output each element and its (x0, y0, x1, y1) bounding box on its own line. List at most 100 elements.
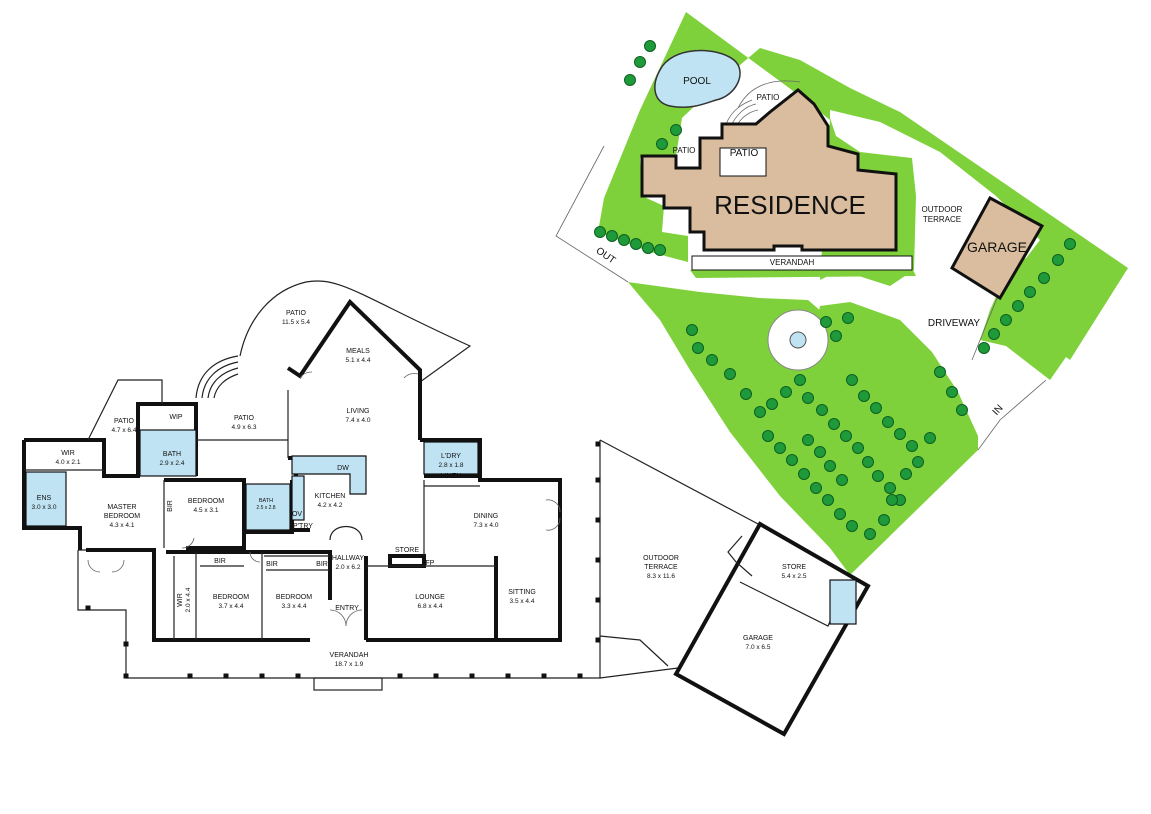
verandah-post (223, 673, 229, 679)
tree-icon (882, 416, 894, 428)
patio-top-name: PATIO (286, 310, 307, 317)
patio-site-label: PATIO (730, 148, 759, 159)
patio-top-size: 11.5 x 5.4 (282, 319, 310, 326)
bir-a-name: BIR (167, 500, 174, 512)
verandah-post (595, 597, 601, 603)
room-labels: PATIO 11.5 x 5.4 MEALS 5.1 x 4.4 LIVING … (32, 310, 807, 668)
tree-icon (956, 404, 968, 416)
verandah-name: VERANDAH (330, 652, 369, 659)
verandah-post (595, 477, 601, 483)
store-small-name: STORE (395, 547, 419, 554)
linen-name: LINEN (441, 473, 462, 480)
tree-icon (846, 374, 858, 386)
tree-icon (654, 244, 666, 256)
verandah-post (397, 673, 403, 679)
tree-icon (706, 354, 718, 366)
tree-icon (900, 468, 912, 480)
tree-icon (794, 374, 806, 386)
lounge-name: LOUNGE (415, 594, 445, 601)
tree-icon (836, 474, 848, 486)
bedroom1-size: 4.5 x 3.1 (194, 507, 219, 514)
tree-icon (858, 390, 870, 402)
ov-name: OV (292, 511, 302, 518)
tree-icon (846, 520, 858, 532)
sitting-size: 3.5 x 4.4 (510, 598, 535, 605)
main-walls (22, 298, 562, 642)
in-label: IN (991, 403, 1006, 418)
verandah-posts (85, 441, 601, 679)
verandah-size: 18.7 x 1.9 (335, 661, 364, 668)
wip-name: WIP (169, 414, 183, 421)
terrace-site-label: TERRACE (923, 215, 961, 224)
roundabout (767, 309, 829, 371)
garage-footprint: GARAGE (950, 195, 1045, 301)
tree-icon (1024, 286, 1036, 298)
hallway-name: HALLWAY (332, 555, 364, 562)
bath2-tile (245, 483, 291, 531)
bedroom3-name: BEDROOM (276, 594, 312, 601)
verandah-post (577, 673, 583, 679)
tree-icon (834, 508, 846, 520)
tree-icon (1052, 254, 1064, 266)
verandah-post (541, 673, 547, 679)
kitchen-bench (291, 455, 367, 495)
tree-icon (978, 342, 990, 354)
tree-icon (824, 460, 836, 472)
tree-group (594, 40, 1076, 540)
patio-left-rail (87, 379, 163, 441)
tree-icon (642, 242, 654, 254)
laundry-tile (423, 441, 479, 475)
tree-icon (1012, 300, 1024, 312)
tree-icon (828, 418, 840, 430)
dining-name: DINING (474, 513, 499, 520)
tree-icon (774, 442, 786, 454)
bedroom2-name: BEDROOM (213, 594, 249, 601)
outdoor-terrace-size: 8.3 x 11.6 (647, 573, 675, 580)
kitchen-name: KITCHEN (315, 493, 346, 500)
residence-footprint: PATIO RESIDENCE VERANDAH (640, 88, 913, 271)
tree-icon (840, 430, 852, 442)
tree-icon (1038, 272, 1050, 284)
ldry-size: 2.8 x 1.8 (439, 462, 464, 469)
tree-icon (802, 392, 814, 404)
tree-icon (802, 434, 814, 446)
out-label: OUT (594, 245, 618, 266)
tree-icon (934, 366, 946, 378)
driveway-label: DRIVEWAY (928, 318, 981, 329)
bir-d-name: BIR (316, 561, 328, 568)
patio-small-site-label: PATIO (673, 146, 696, 155)
bath-size: 2.9 x 2.4 (160, 460, 185, 467)
entry-name: ENTRY (335, 605, 359, 612)
tree-icon (630, 238, 642, 250)
verandah-post (433, 673, 439, 679)
tree-icon (878, 514, 890, 526)
tree-icon (724, 368, 736, 380)
bedroom1-name: BEDROOM (188, 498, 224, 505)
tree-icon (872, 470, 884, 482)
entry-bay (329, 526, 363, 541)
garage-size: 7.0 x 6.5 (746, 644, 771, 651)
master-name2: BEDROOM (104, 513, 140, 520)
living-name: LIVING (347, 408, 370, 415)
ensuite-tile (25, 471, 67, 527)
verandah-post (187, 673, 193, 679)
pool-label: POOL (683, 76, 711, 87)
tree-icon (644, 40, 656, 52)
tree-icon (912, 456, 924, 468)
kitchen-side-bench (291, 475, 305, 521)
lawn-right (980, 246, 1128, 380)
ldry-name: L'DRY (441, 453, 461, 460)
entry-steps (313, 677, 383, 691)
tree-icon (814, 446, 826, 458)
tree-icon (594, 226, 606, 238)
outdoor-terrace-name: OUTDOOR (643, 555, 679, 562)
tree-icon (1064, 238, 1076, 250)
verandah-post (469, 673, 475, 679)
hallway-size: 2.0 x 6.2 (336, 564, 361, 571)
verandah-post (123, 641, 129, 647)
curved-steps (195, 355, 239, 399)
verandah-post (85, 605, 91, 611)
garage-store-wc (829, 579, 857, 625)
outdoor-terrace-name2: TERRACE (644, 564, 678, 571)
tree-icon (842, 312, 854, 324)
